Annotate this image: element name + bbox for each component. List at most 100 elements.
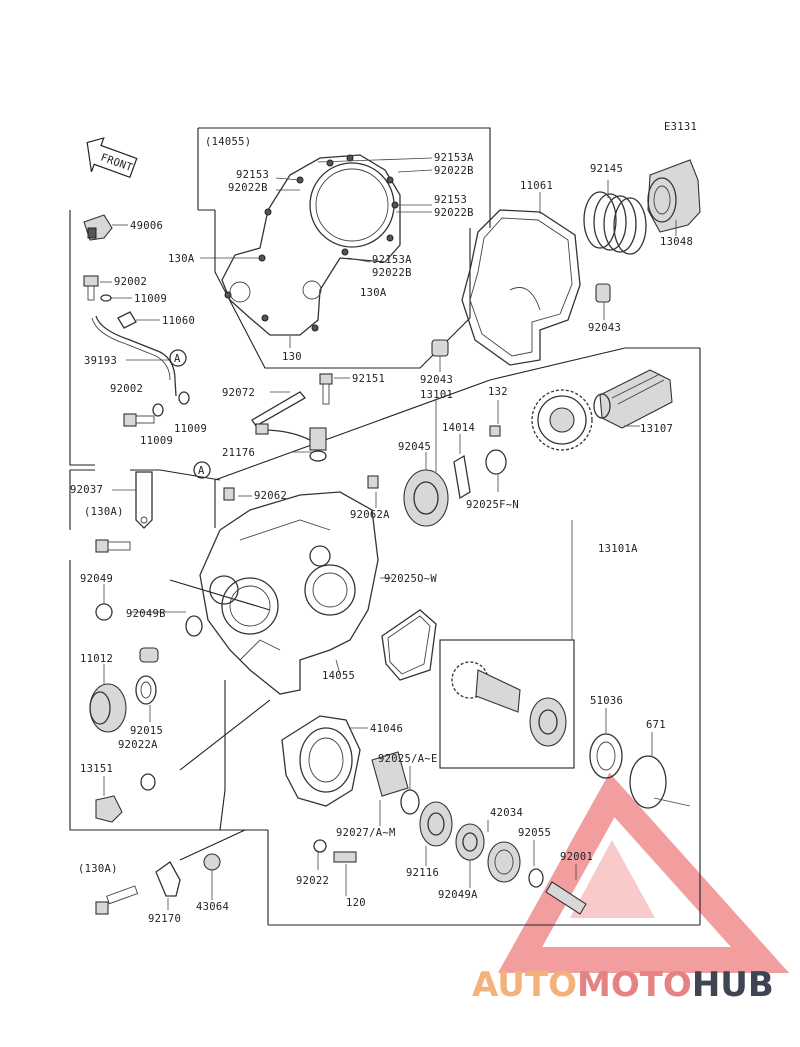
- label-92002-top: 92002: [114, 276, 147, 288]
- svg-text:A: A: [174, 353, 181, 365]
- svg-text:A: A: [198, 465, 205, 477]
- label-120: 120: [346, 897, 366, 909]
- label-92022b-left: 92022B: [228, 182, 268, 194]
- diagram-code: E3131: [664, 121, 697, 133]
- part-labels: E3131 (14055) 92153A 92022B 92153 92022B…: [70, 121, 697, 925]
- bearing-cup-part: [647, 159, 701, 233]
- label-13101a: 13101A: [598, 543, 638, 555]
- label-39193: 39193: [84, 355, 117, 367]
- dowel-pin-mid-part: [431, 339, 449, 357]
- clip-11060-part: [117, 311, 137, 329]
- label-11009-left: 11009: [140, 435, 173, 447]
- label-92170: 92170: [148, 913, 181, 925]
- label-92045: 92045: [398, 441, 431, 453]
- oring-92022-part: [313, 839, 327, 853]
- label-132: 132: [488, 386, 508, 398]
- label-130a-left: 130A: [168, 253, 195, 265]
- label-13151: 13151: [80, 763, 113, 775]
- oring-92055-part: [528, 868, 544, 888]
- shaft-assembly-13101a-part: [451, 661, 567, 747]
- label-42034: 42034: [490, 807, 523, 819]
- washer-11009-part: [152, 391, 190, 417]
- label-14014: 14014: [442, 422, 475, 434]
- label-41046: 41046: [370, 723, 403, 735]
- seal-92049b-part: [185, 615, 203, 637]
- label-92001: 92001: [560, 851, 593, 863]
- label-92022b-right: 92022B: [434, 207, 474, 219]
- bolt-92002-mid-part: [123, 413, 155, 427]
- label-92116: 92116: [406, 867, 439, 879]
- label-49006: 49006: [130, 220, 163, 232]
- callout-a-top: A: [169, 349, 187, 367]
- label-92062a: 92062A: [350, 509, 390, 521]
- plug-92062-part: [223, 487, 235, 501]
- watermark-logo-triangle: [497, 772, 790, 973]
- ring-92015-part: [135, 675, 157, 705]
- label-43064: 43064: [196, 901, 229, 913]
- svg-text:AUTOMOTOHUB: AUTOMOTOHUB: [472, 965, 774, 1005]
- bearing-92045-part: [403, 469, 449, 527]
- label-92049: 92049: [80, 573, 113, 585]
- collar-part: [139, 647, 159, 663]
- bolt-132-part: [489, 425, 501, 437]
- label-11012: 11012: [80, 653, 113, 665]
- label-51036: 51036: [590, 695, 623, 707]
- label-92072: 92072: [222, 387, 255, 399]
- label-92027: 92027/A~M: [336, 827, 396, 839]
- label-92002-mid: 92002: [110, 383, 143, 395]
- label-92049b: 92049B: [126, 608, 166, 620]
- plug-92062a-part: [367, 475, 379, 489]
- switch-21176-part: [255, 423, 327, 462]
- label-92025ow: 92025O~W: [384, 573, 437, 585]
- label-92153a-top: 92153A: [434, 152, 474, 164]
- gasket-14055-part: [381, 609, 437, 681]
- label-92151: 92151: [352, 373, 385, 385]
- label-11060: 11060: [162, 315, 195, 327]
- label-130a-mid: 130A: [360, 287, 387, 299]
- seal-92049-part: [95, 603, 113, 621]
- oring-92022a-part: [140, 773, 156, 791]
- plate-14014-part: [453, 454, 471, 500]
- label-130: 130: [282, 351, 302, 363]
- label-92022: 92022: [296, 875, 329, 887]
- label-13101: 13101: [420, 389, 453, 401]
- label-11009-right: 11009: [174, 423, 207, 435]
- sensor-13151-part: [95, 795, 123, 823]
- watermark-hub: HUB: [692, 965, 774, 1005]
- label-92153-right: 92153: [434, 194, 467, 206]
- gear-case-part: [199, 491, 379, 695]
- bolt-92151-part: [319, 373, 333, 405]
- label-92153a-mid: 92153A: [372, 254, 412, 266]
- clamp-92170-part: [155, 861, 181, 897]
- ring-92025ae-part: [400, 789, 420, 815]
- cover-gasket-part: [461, 209, 581, 366]
- label-92153-left: 92153: [236, 169, 269, 181]
- label-130a-ref1: (130A): [84, 506, 124, 518]
- oring-671-part: [629, 755, 667, 809]
- label-14055: 14055: [322, 670, 355, 682]
- label-92049a: 92049A: [438, 889, 478, 901]
- collar-43064-part: [203, 853, 221, 871]
- gear-case-cover-part: [221, 154, 401, 336]
- callout-a-bottom: A: [193, 461, 211, 479]
- ring-92025fn-part: [485, 449, 507, 475]
- watermark-text: AUTOMOTOHUB: [472, 965, 774, 1005]
- bearing-92116-part: [419, 801, 453, 847]
- watermark-moto: MOTO: [577, 965, 692, 1005]
- inset-box-13101a: [439, 639, 575, 769]
- label-92037: 92037: [70, 484, 103, 496]
- label-671: 671: [646, 719, 666, 731]
- label-92055: 92055: [518, 827, 551, 839]
- label-130a-ref2: (130A): [78, 863, 118, 875]
- label-92043-right: 92043: [588, 322, 621, 334]
- shaft-13107-part: [593, 369, 673, 429]
- label-14055-top: (14055): [205, 136, 251, 148]
- bolt-130a-bottom-part: [95, 885, 139, 915]
- label-92022a: 92022A: [118, 739, 158, 751]
- frame-lines: [69, 127, 701, 926]
- gear-13101-part: [531, 389, 593, 451]
- label-11061: 11061: [520, 180, 553, 192]
- bolt-92001-part: [545, 881, 587, 915]
- bearing-92049a-part: [455, 823, 485, 861]
